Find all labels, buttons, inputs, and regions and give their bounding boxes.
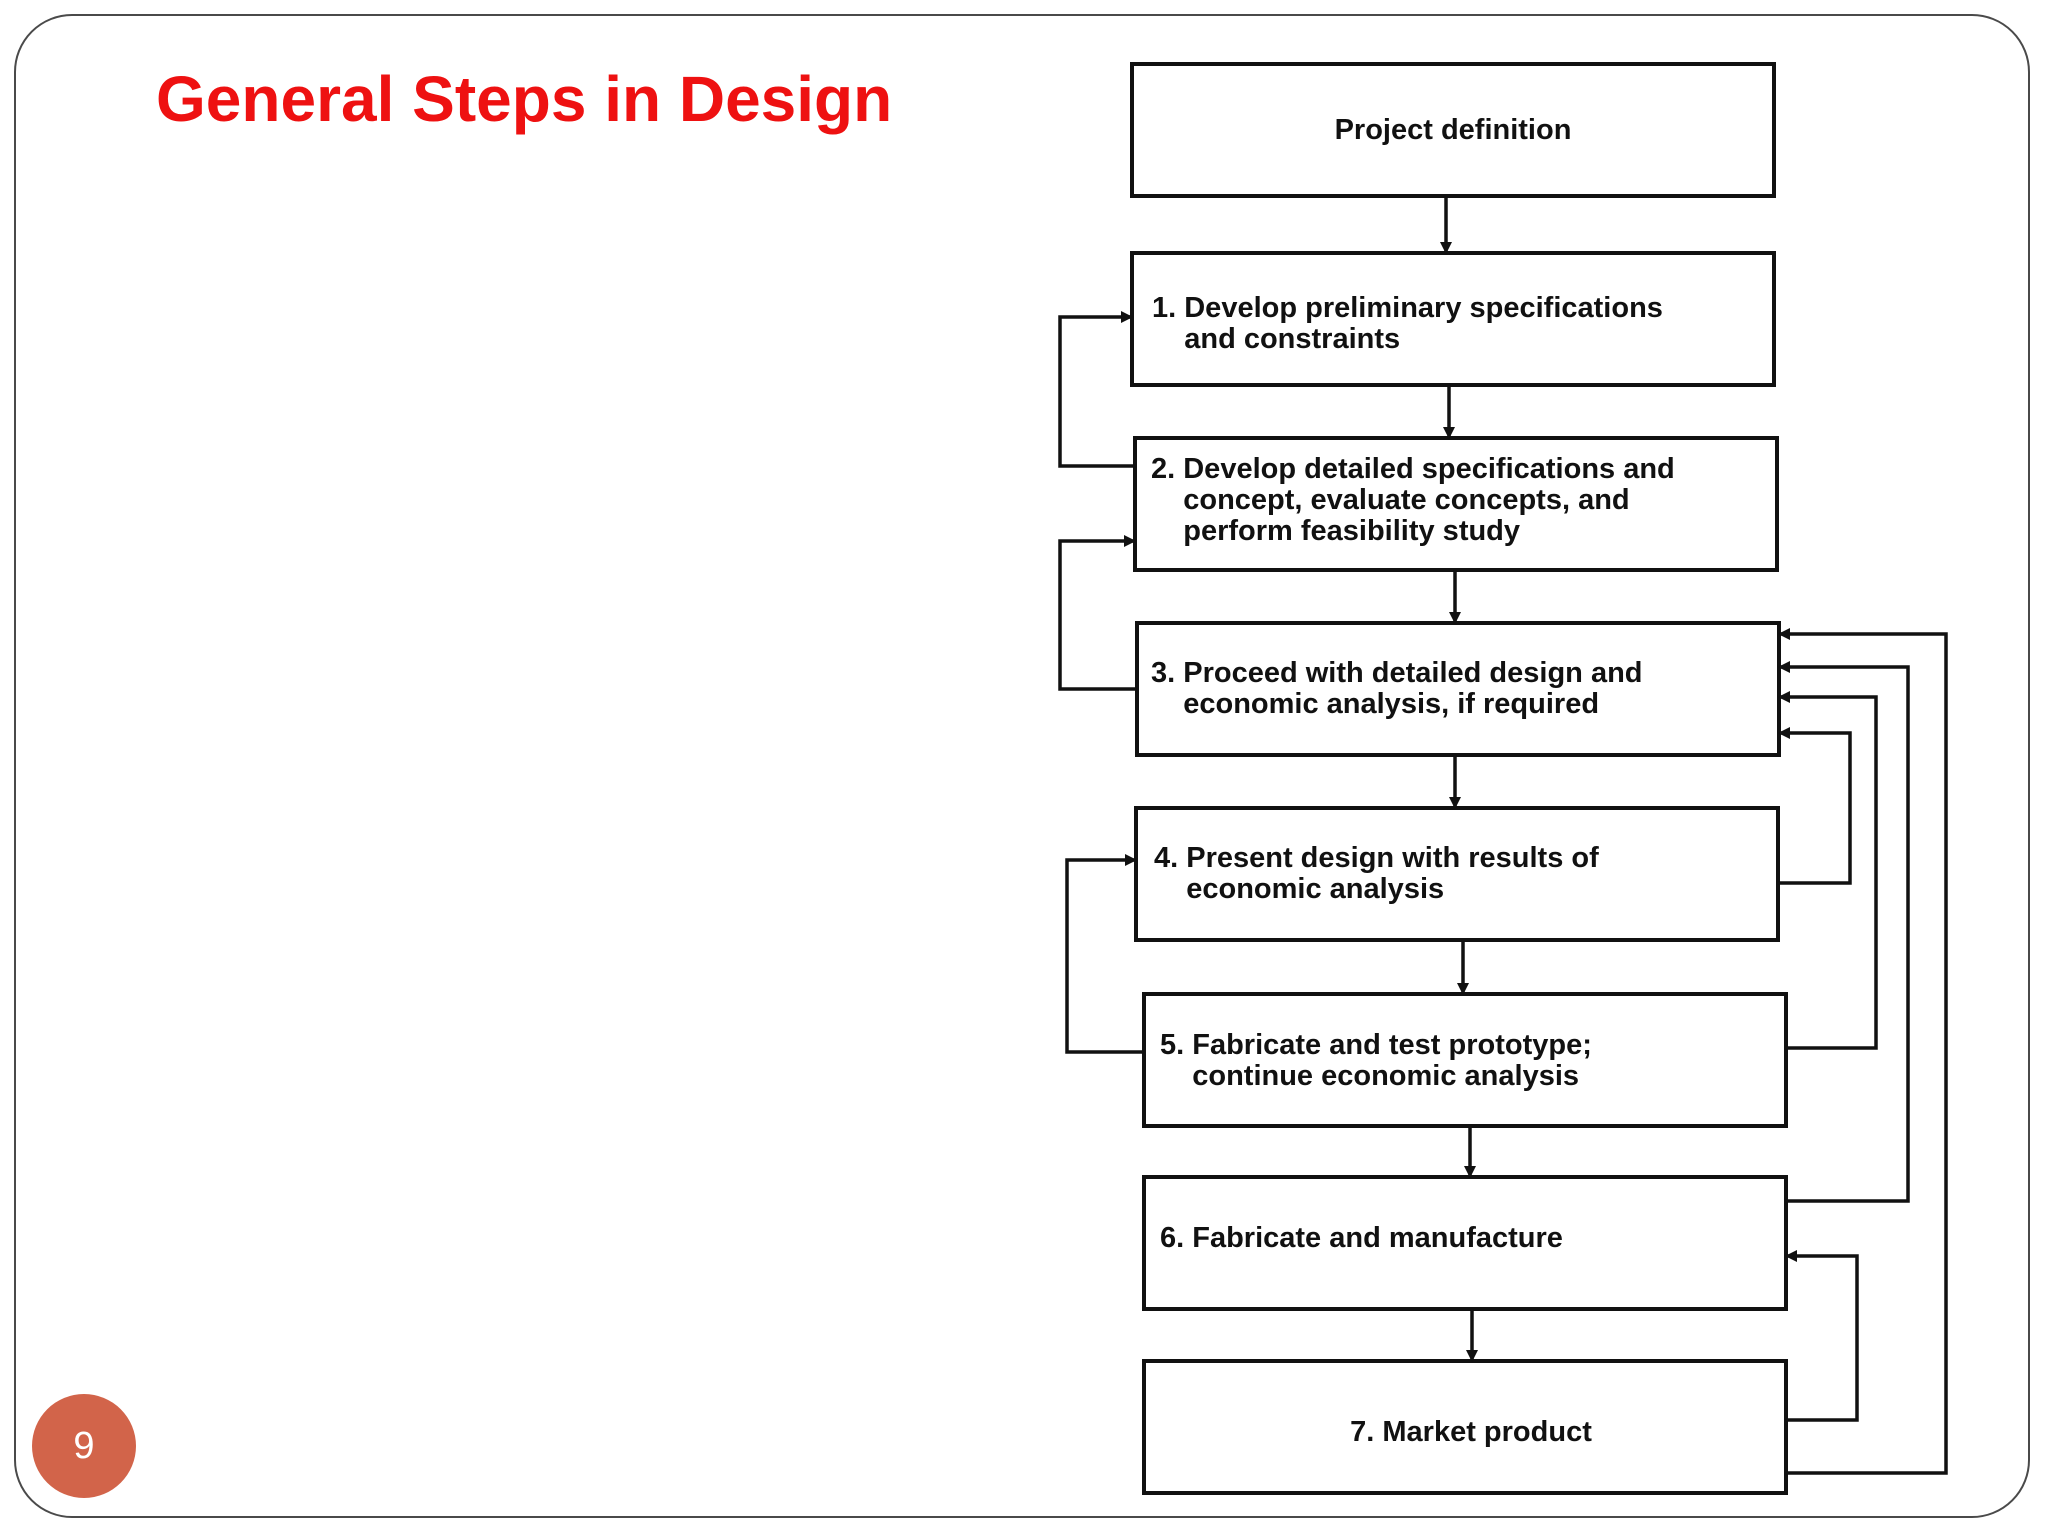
box-project-definition-label: Project definition bbox=[1335, 114, 1572, 146]
box-step-6: 6. Fabricate and manufacture bbox=[1142, 1175, 1788, 1311]
box-step-2-line-3: perform feasibility study bbox=[1151, 515, 1520, 547]
box-step-2-line-1: 2. Develop detailed specifications and bbox=[1151, 453, 1675, 485]
box-step-3: 3. Proceed with detailed design and econ… bbox=[1135, 621, 1781, 757]
box-step-4-line-1: 4. Present design with results of bbox=[1154, 842, 1599, 874]
box-step-7-line-1: 7. Market product bbox=[1350, 1416, 1592, 1448]
feedback-step-5-to-step-4 bbox=[1065, 854, 1144, 1054]
box-step-2: 2. Develop detailed specifications and c… bbox=[1133, 436, 1779, 572]
box-step-5-line-1: 5. Fabricate and test prototype; bbox=[1160, 1029, 1592, 1061]
box-step-3-line-2: economic analysis, if required bbox=[1151, 688, 1599, 720]
feedback-step-7-to-step-3 bbox=[1778, 628, 1948, 1475]
box-step-1-line-2: and constraints bbox=[1152, 323, 1400, 355]
slide-number-badge: 9 bbox=[32, 1394, 136, 1498]
feedback-step-7-to-step-6 bbox=[1785, 1250, 1859, 1422]
box-project-definition: Project definition bbox=[1130, 62, 1776, 198]
box-step-7: 7. Market product bbox=[1142, 1359, 1788, 1495]
box-step-1-line-1: 1. Develop preliminary specifications bbox=[1152, 292, 1663, 324]
box-step-5-line-2: continue economic analysis bbox=[1160, 1060, 1579, 1092]
feedback-step-4-to-step-3 bbox=[1778, 727, 1852, 885]
box-step-4-line-2: economic analysis bbox=[1154, 873, 1444, 905]
feedback-step-3-to-step-2 bbox=[1058, 535, 1137, 691]
box-step-3-line-1: 3. Proceed with detailed design and bbox=[1151, 657, 1643, 689]
box-step-6-line-1: 6. Fabricate and manufacture bbox=[1160, 1222, 1563, 1254]
feedback-step-6-to-step-3 bbox=[1778, 661, 1910, 1203]
feedback-step-2-to-step-1 bbox=[1058, 311, 1135, 468]
box-step-4: 4. Present design with results of econom… bbox=[1134, 806, 1780, 942]
box-step-5: 5. Fabricate and test prototype; continu… bbox=[1142, 992, 1788, 1128]
box-step-1: 1. Develop preliminary specifications an… bbox=[1130, 251, 1776, 387]
feedback-step-5-to-step-3 bbox=[1778, 691, 1878, 1050]
box-step-2-line-2: concept, evaluate concepts, and bbox=[1151, 484, 1630, 516]
slide-title: General Steps in Design bbox=[156, 63, 893, 135]
